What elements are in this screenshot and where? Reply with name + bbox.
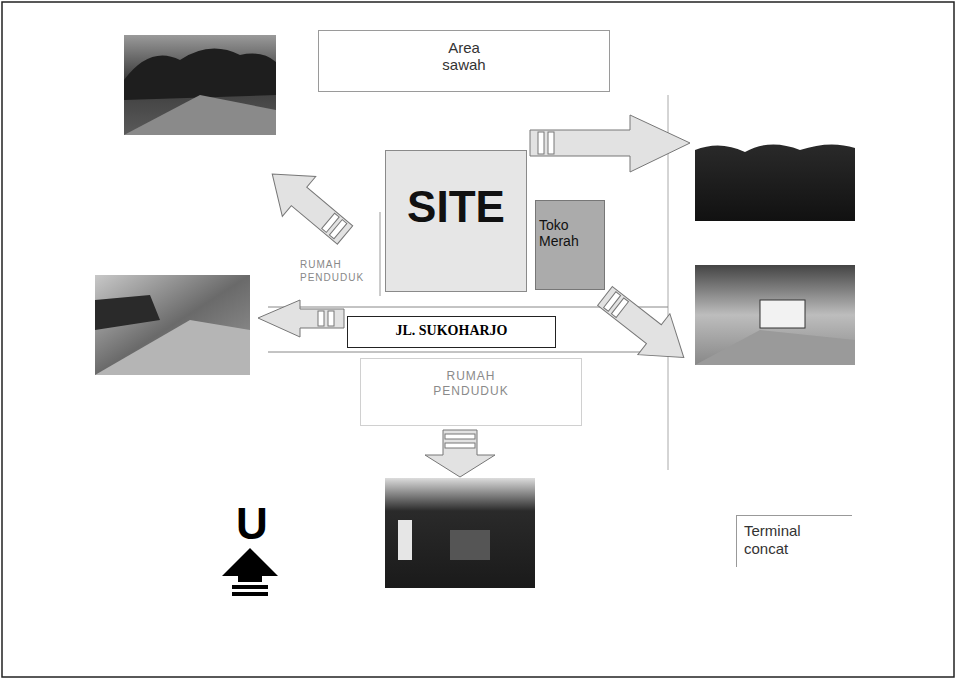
arrow-body	[589, 276, 700, 379]
photo	[124, 35, 276, 135]
photo-ground	[695, 265, 855, 365]
north-letter: U	[232, 502, 272, 546]
node-text: Toko Merah	[539, 217, 595, 249]
north-bar	[232, 585, 268, 589]
photo-road	[124, 95, 276, 135]
view-arrow	[256, 154, 362, 255]
north-arrow	[222, 548, 278, 596]
photo-ground	[95, 275, 250, 375]
photo-ground	[385, 478, 535, 588]
view-arrow	[425, 430, 495, 477]
photo-sky	[695, 143, 855, 152]
terminal-box: Terminal concat	[736, 515, 852, 567]
photo-trees	[124, 49, 276, 100]
building-box: Toko Merah	[535, 200, 605, 290]
photo-building	[95, 295, 160, 330]
photo-detail	[450, 530, 490, 560]
arrow-hatch	[328, 311, 334, 326]
arrow-hatch	[538, 132, 544, 154]
photo-road	[95, 320, 250, 375]
node-text: Terminal concat	[744, 522, 820, 558]
arrow-body	[530, 115, 690, 172]
arrow-hatch	[322, 213, 339, 232]
photo-ground	[695, 143, 855, 221]
view-arrow	[530, 115, 690, 172]
photo-ground	[124, 35, 276, 135]
node-text: Area sawah	[432, 39, 496, 74]
arrow-body	[425, 430, 495, 477]
north-bar	[232, 592, 268, 596]
arrow-body	[256, 154, 362, 255]
view-arrow	[258, 300, 344, 337]
boundary-line	[380, 212, 381, 296]
photo	[95, 275, 250, 375]
photo	[695, 143, 855, 221]
arrow-hatch	[548, 132, 554, 154]
arrow-hatch	[318, 311, 324, 326]
arrow-hatch	[445, 434, 475, 439]
area-box: Area sawah	[318, 30, 610, 92]
view-arrow	[589, 276, 700, 379]
node-text: RUMAH PENDUDUK	[426, 369, 516, 399]
north-head	[222, 548, 278, 582]
area-label: RUMAH PENDUDUK	[300, 258, 374, 284]
node-text: JL. SUKOHARJO	[348, 317, 555, 345]
arrow-body	[258, 300, 344, 337]
node-text: SITE	[386, 185, 526, 229]
road-edge	[268, 352, 668, 353]
road-label-box: JL. SUKOHARJO	[347, 316, 556, 348]
housing-box: RUMAH PENDUDUK	[360, 358, 582, 426]
photo-detail	[398, 520, 412, 560]
photo-building	[760, 300, 805, 328]
site-box: SITE	[385, 150, 527, 292]
photo	[695, 265, 855, 365]
arrow-hatch	[611, 298, 628, 317]
arrow-hatch	[445, 443, 475, 448]
photo-road	[695, 330, 855, 365]
photo	[385, 478, 535, 588]
